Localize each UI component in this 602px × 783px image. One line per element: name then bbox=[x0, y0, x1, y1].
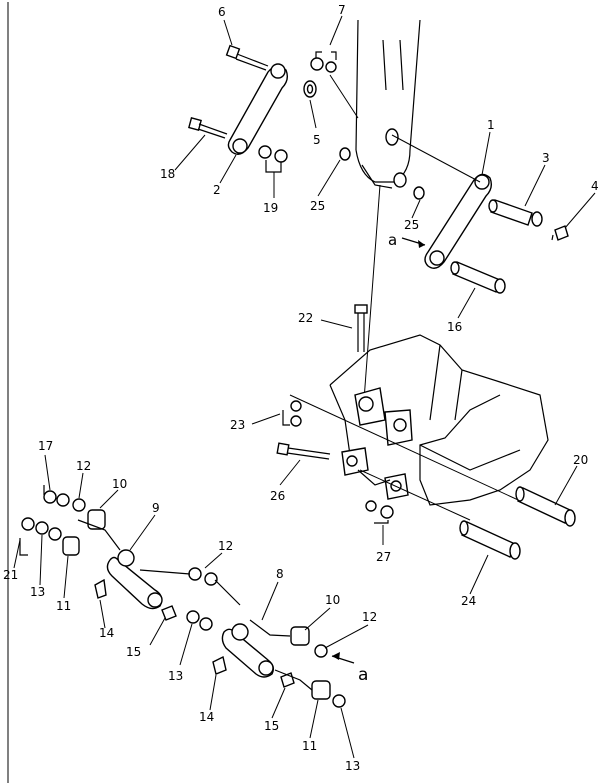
bolt-26 bbox=[276, 442, 331, 460]
callout-labels: 6 7 5 18 2 19 25 25 1 3 4 a 16 22 23 26 … bbox=[3, 3, 599, 773]
callout-13-a: 13 bbox=[30, 585, 45, 599]
oring-25-left bbox=[339, 147, 351, 161]
arm bbox=[355, 19, 421, 189]
callout-24: 24 bbox=[461, 594, 476, 608]
link-9-assembly bbox=[19, 485, 241, 631]
fitting-4 bbox=[551, 225, 569, 241]
callout-12-c: 12 bbox=[362, 610, 377, 624]
center-line-link1 bbox=[391, 134, 481, 183]
callout-16: 16 bbox=[447, 320, 462, 334]
callout-25-left: 25 bbox=[310, 199, 325, 213]
callout-2: 2 bbox=[213, 183, 221, 197]
oring-25-right bbox=[413, 186, 425, 200]
callout-19: 19 bbox=[263, 201, 278, 215]
nuts-19 bbox=[258, 145, 288, 173]
arrow-a-lower bbox=[331, 652, 355, 664]
arrow-a-upper bbox=[401, 237, 426, 248]
callout-8: 8 bbox=[276, 567, 284, 581]
callout-27: 27 bbox=[376, 550, 391, 564]
washer-5 bbox=[303, 80, 317, 98]
nuts-27 bbox=[365, 500, 394, 524]
callout-23: 23 bbox=[230, 418, 245, 432]
callout-14-b: 14 bbox=[199, 710, 214, 724]
callout-12-a: 12 bbox=[76, 459, 91, 473]
bolt-18 bbox=[188, 117, 228, 139]
pin-3 bbox=[488, 199, 543, 227]
callout-a-lower: a bbox=[358, 665, 368, 685]
center-line bbox=[363, 184, 381, 401]
bolt-6 bbox=[225, 44, 269, 71]
pin-20 bbox=[515, 486, 576, 527]
callout-10-a: 10 bbox=[112, 477, 127, 491]
link-1 bbox=[424, 173, 493, 269]
callout-21: 21 bbox=[3, 568, 18, 582]
callout-3: 3 bbox=[542, 151, 550, 165]
callout-25-right: 25 bbox=[404, 218, 419, 232]
callout-9: 9 bbox=[152, 501, 160, 515]
callout-26: 26 bbox=[270, 489, 285, 503]
callout-5: 5 bbox=[313, 133, 321, 147]
callout-20: 20 bbox=[573, 453, 588, 467]
bolt-22 bbox=[354, 304, 368, 352]
callout-22: 22 bbox=[298, 311, 313, 325]
callout-11-b: 11 bbox=[302, 739, 317, 753]
leader-lines bbox=[13, 15, 596, 759]
link-8-assembly bbox=[212, 619, 346, 708]
callout-14-a: 14 bbox=[99, 626, 114, 640]
center-line-top bbox=[329, 74, 359, 119]
callout-13-c: 13 bbox=[345, 759, 360, 773]
callout-15-b: 15 bbox=[264, 719, 279, 733]
axis-line-20 bbox=[289, 394, 541, 511]
pin-16 bbox=[450, 261, 506, 294]
axis-line-24 bbox=[359, 469, 471, 521]
callout-10-b: 10 bbox=[325, 593, 340, 607]
callout-13-b: 13 bbox=[168, 669, 183, 683]
callout-18: 18 bbox=[160, 167, 175, 181]
callout-1: 1 bbox=[487, 118, 495, 132]
bucket bbox=[329, 334, 549, 506]
nuts-23 bbox=[282, 400, 302, 427]
callout-17: 17 bbox=[38, 439, 53, 453]
callout-6: 6 bbox=[218, 5, 226, 19]
callout-15-a: 15 bbox=[126, 645, 141, 659]
callout-a-upper: a bbox=[388, 231, 397, 249]
nuts-7 bbox=[310, 51, 337, 73]
callout-12-b: 12 bbox=[218, 539, 233, 553]
callout-4: 4 bbox=[591, 179, 599, 193]
callout-7: 7 bbox=[338, 3, 346, 17]
link-2 bbox=[227, 63, 289, 155]
pin-24 bbox=[459, 520, 521, 560]
callout-11-a: 11 bbox=[56, 599, 71, 613]
